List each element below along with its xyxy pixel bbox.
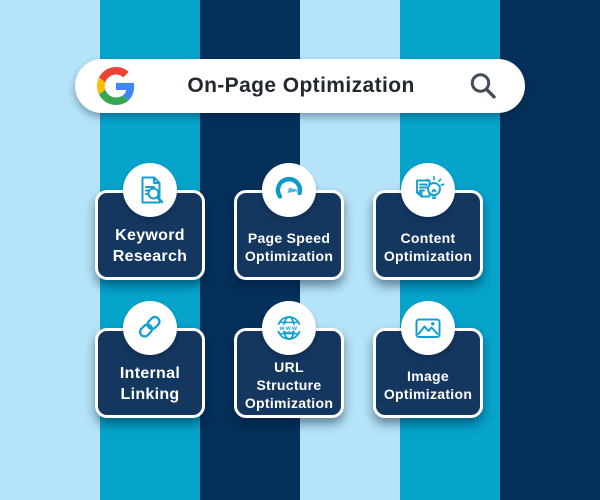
document-search-icon [141, 176, 164, 204]
card-internal-linking[interactable]: Internal Linking [95, 301, 205, 418]
magnifier-icon[interactable] [467, 70, 499, 102]
card-icon-circle [401, 163, 455, 217]
chain-link-icon [138, 315, 161, 338]
image-icon [415, 318, 441, 338]
card-label: Keyword Research [112, 227, 188, 265]
card-icon-circle: www [262, 301, 316, 355]
card-label: Image Optimization [383, 367, 473, 402]
globe-www-icon: www [275, 316, 303, 340]
card-label: Internal Linking [119, 365, 181, 403]
card-url-structure-optimization[interactable]: www URL Structure Optimization [234, 301, 344, 418]
card-icon-circle [401, 301, 455, 355]
search-bar[interactable]: On-Page Optimization [75, 59, 525, 113]
speedometer-icon [275, 176, 303, 199]
www-label: www [279, 325, 299, 332]
card-label: Content Optimization [383, 229, 473, 264]
card-label: Page Speed Optimization [244, 229, 334, 264]
card-page-speed-optimization[interactable]: Page Speed Optimization [234, 163, 344, 280]
card-icon-circle [123, 163, 177, 217]
card-image-optimization[interactable]: Image Optimization [373, 301, 483, 418]
card-icon-circle [123, 301, 177, 355]
card-label: URL Structure Optimization [244, 358, 334, 412]
card-content-optimization[interactable]: Content Optimization [373, 163, 483, 280]
card-icon-circle [262, 163, 316, 217]
search-query-text: On-Page Optimization [187, 74, 415, 97]
card-keyword-research[interactable]: Keyword Research [95, 163, 205, 280]
google-g-icon [97, 67, 135, 105]
document-lightbulb-icon [416, 176, 445, 199]
